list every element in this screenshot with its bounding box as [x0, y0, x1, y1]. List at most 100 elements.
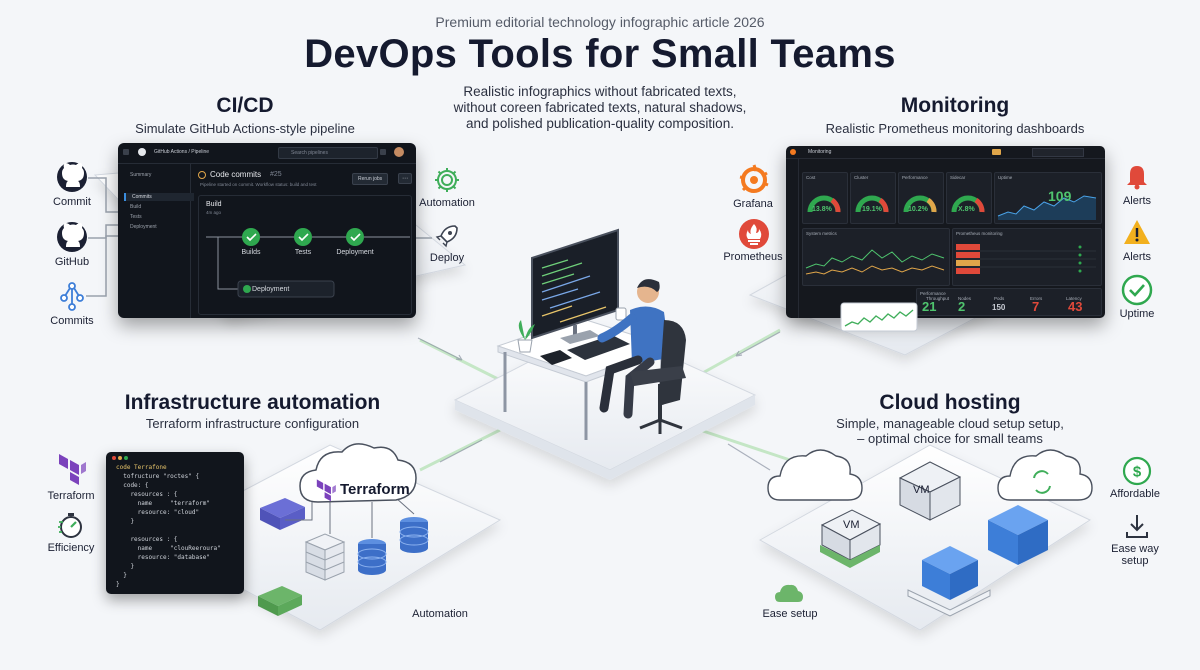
more-options-icon[interactable]: ⋯	[398, 173, 412, 184]
cicd-left-label-commit: Commit	[53, 196, 91, 208]
terraform-code-window: code Terrafone tofructure "roctes" { cod…	[106, 452, 244, 594]
github-icon	[57, 222, 87, 252]
tablet	[540, 350, 572, 365]
panel-title: System metrics	[806, 231, 837, 236]
rerun-jobs-button[interactable]: Rerun jobs	[352, 173, 389, 185]
pipeline-node-deployment[interactable]: Deployment	[336, 249, 374, 256]
sidebar-item-build[interactable]: Build	[130, 204, 142, 210]
gauge-value: X.8%	[958, 206, 975, 213]
svg-text:$: $	[1133, 464, 1142, 481]
infra-resources	[258, 497, 429, 616]
breadcrumb[interactable]: GitHub Actions / Pipeline	[154, 149, 210, 155]
avatar[interactable]	[394, 147, 404, 157]
cicd-left-label-commits: Commits	[50, 315, 94, 327]
infra-left-label-efficiency: Efficiency	[47, 542, 95, 554]
search-input[interactable]: Search pipelines	[278, 147, 378, 159]
stopwatch-icon	[58, 513, 82, 538]
desk-plant	[517, 320, 535, 353]
gauge-title: Cluster	[854, 175, 869, 180]
code-line: resource: "database"	[116, 554, 210, 561]
code-line: tofructure "roctes" {	[116, 473, 200, 480]
job-title: Build	[206, 201, 222, 208]
monitoring-title: Monitoring	[900, 94, 1010, 117]
stat-value: 21	[922, 299, 937, 314]
gauge-value: 13.8%	[812, 206, 832, 213]
stat-label: Errors	[1030, 296, 1043, 301]
dollar-icon: $	[1122, 456, 1152, 486]
gauge-panel[interactable]: Performance	[898, 172, 944, 224]
window-topbar: GitHub Actions / Pipeline Search pipelin…	[118, 143, 416, 164]
window-close-dot[interactable]	[112, 456, 116, 460]
stat-label: Latency	[1066, 296, 1082, 301]
grafana-icon	[739, 164, 769, 193]
sidebar-item-summary[interactable]: Summary	[130, 172, 152, 178]
terraform-icon	[59, 454, 86, 485]
window-maximize-dot[interactable]	[124, 456, 128, 460]
code-line: resources : {	[116, 536, 178, 543]
dashboard-sidebar	[786, 158, 799, 318]
developer-figure	[597, 279, 670, 419]
stat-value: 2	[958, 299, 966, 314]
lead-line: and polished publication-quality composi…	[466, 116, 734, 131]
dashboard-topbar	[786, 146, 1105, 159]
time-picker[interactable]	[1032, 148, 1084, 157]
pipeline-node-tests[interactable]: Tests	[294, 249, 312, 256]
page-title: DevOps Tools for Small Teams	[304, 32, 896, 76]
small-cloud-icon	[775, 584, 803, 602]
stat-value: 150	[992, 303, 1006, 312]
code-line: resources : {	[116, 491, 178, 498]
cloud-subtitle: Simple, manageable cloud setup setup, – …	[800, 416, 1100, 446]
stat-value: 43	[1068, 299, 1083, 314]
infra-bottom-label: Automation	[412, 608, 468, 620]
system-metrics-chart	[805, 249, 945, 275]
gauge-value: 19.1%	[862, 206, 882, 213]
performance-panel[interactable]: Performance	[916, 288, 1102, 316]
sidebar-item-commits[interactable]: Commits	[124, 193, 194, 201]
cloud-title: Cloud hosting	[879, 391, 1021, 414]
check-circle-icon	[1121, 274, 1153, 306]
keyboard	[567, 335, 630, 360]
bell-alert-icon	[1127, 166, 1147, 190]
terraform-cloud-label: Terraform	[340, 481, 410, 498]
gauge-title: Performance	[902, 175, 928, 180]
download-icon	[1126, 515, 1148, 538]
stat-label: Pods	[994, 296, 1005, 301]
code-line	[116, 526, 221, 535]
pipeline-graph	[206, 228, 410, 298]
alert-badge[interactable]	[992, 149, 1001, 155]
sidebar-item-deployment[interactable]: Deployment	[130, 224, 157, 230]
pipeline-node-builds[interactable]: Builds	[241, 249, 261, 256]
uptime-sparkline	[997, 195, 1097, 220]
terraform-code: code Terrafone tofructure "roctes" { cod…	[116, 463, 221, 589]
mini-chart-card	[840, 302, 918, 332]
monitoring-left-label-prometheus: Prometheus	[723, 251, 783, 263]
cloud-right-label-affordable: Affordable	[1110, 488, 1160, 500]
cloud-bottom-label: Ease setup	[762, 608, 818, 620]
job-meta: 4m ago	[206, 210, 222, 215]
gauge-title: Sidecar	[950, 175, 966, 180]
infra-subtitle: Terraform infrastructure configuration	[145, 416, 360, 431]
grafana-logo-icon	[790, 149, 796, 155]
eyebrow-text: Premium editorial technology infographic…	[435, 14, 765, 30]
cloud-subtitle-line: Simple, manageable cloud setup setup,	[836, 416, 1064, 431]
pipeline-node-bottom-deployment[interactable]: Deployment	[252, 286, 290, 293]
rocket-icon	[435, 225, 458, 248]
stat-label: Nodes	[958, 296, 972, 301]
code-line: resource: "cloud"	[116, 509, 200, 516]
system-metrics-panel[interactable]: System metrics	[802, 228, 950, 286]
window-sidebar: Summary Commits Build Tests Deployment	[118, 163, 194, 318]
terraform-cloud-logo-icon	[316, 479, 336, 502]
dashboard-title[interactable]: Monitoring	[808, 149, 832, 155]
code-line: }	[116, 563, 135, 570]
desktop-monitor	[531, 228, 619, 344]
menu-icon[interactable]	[123, 149, 129, 155]
panel-title: Prometheus monitoring	[956, 231, 1003, 236]
sidebar-item-tests[interactable]: Tests	[130, 214, 142, 220]
notification-icon[interactable]	[380, 149, 386, 155]
code-line: }	[116, 581, 120, 588]
monitoring-left-label-grafana: Grafana	[733, 198, 773, 210]
code-line: code Terrafone	[116, 464, 167, 471]
window-minimize-dot[interactable]	[118, 456, 122, 460]
code-line: }	[116, 572, 127, 579]
grafana-dashboard: Monitoring Cost Cluster Performance Side…	[786, 146, 1105, 318]
